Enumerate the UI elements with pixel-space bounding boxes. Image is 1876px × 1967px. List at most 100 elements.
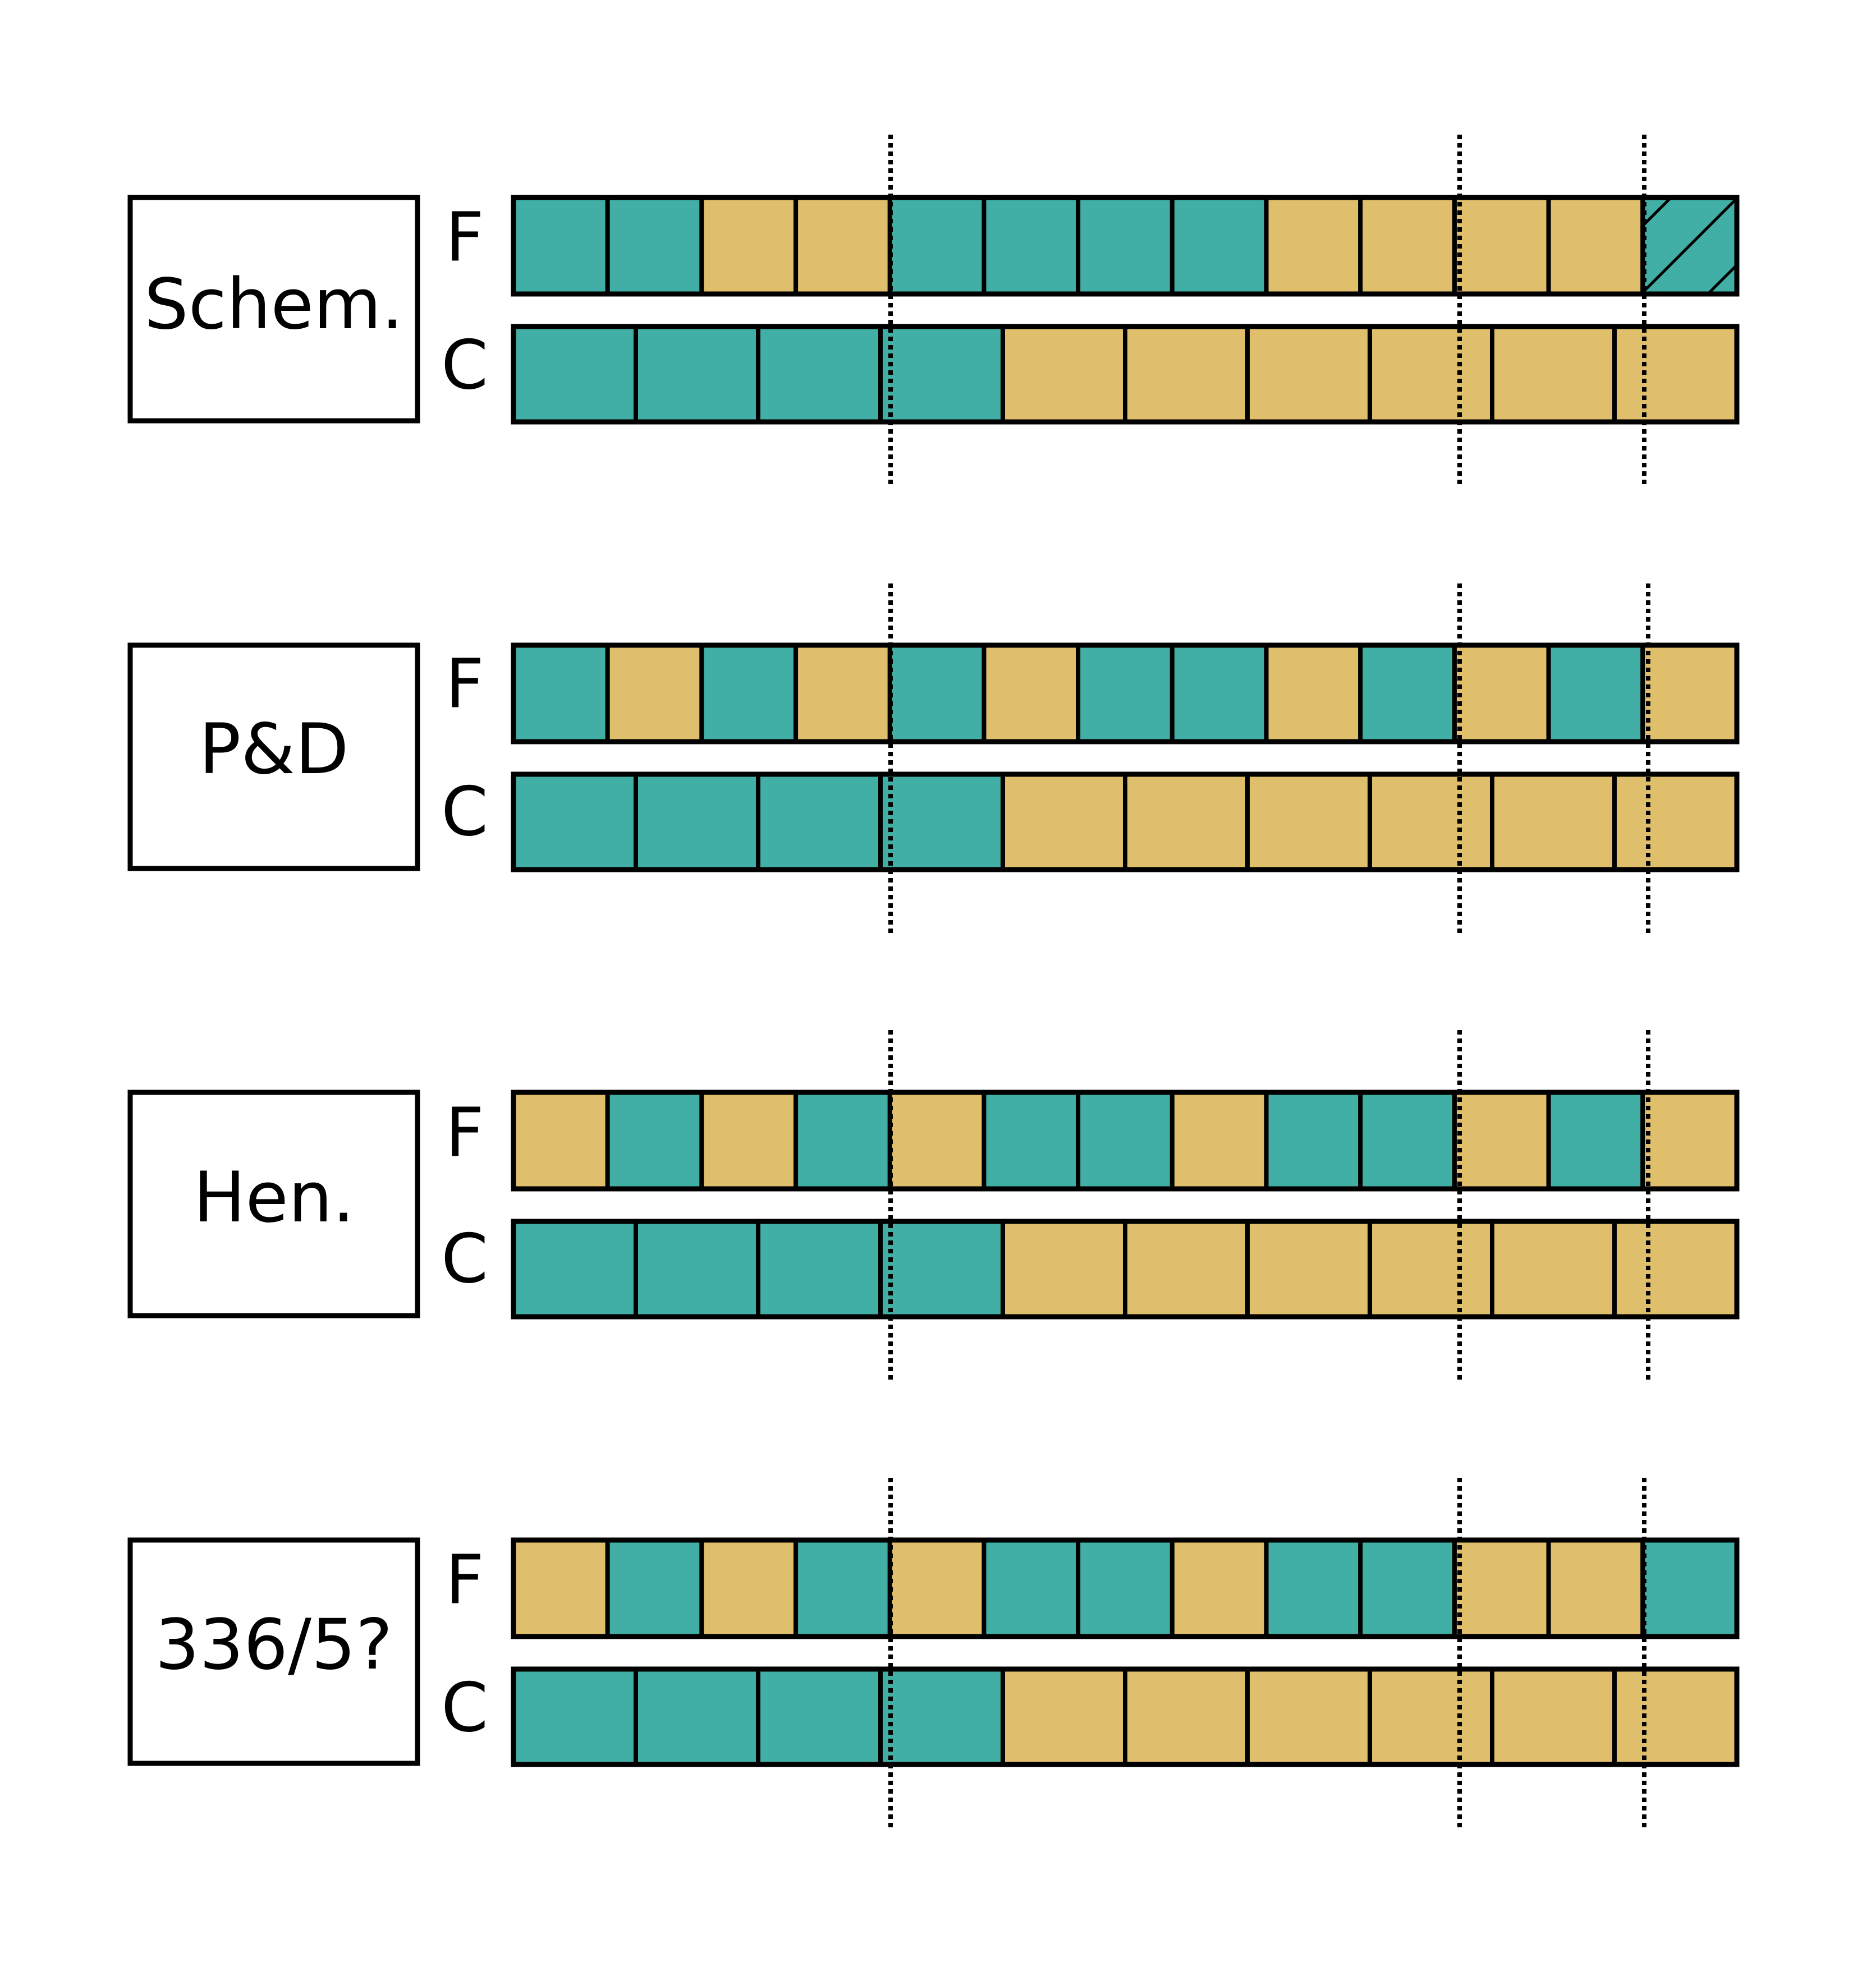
cell-gold bbox=[1358, 195, 1457, 296]
sequence-strip-f bbox=[511, 642, 1740, 744]
cell-gold bbox=[699, 1538, 799, 1639]
cell-teal bbox=[756, 1667, 883, 1767]
cell-teal bbox=[511, 324, 638, 424]
row-label-box bbox=[127, 1537, 420, 1766]
cell-teal bbox=[1264, 1090, 1363, 1191]
cell-teal bbox=[634, 324, 760, 424]
cell-teal bbox=[1076, 643, 1175, 744]
cell-gold bbox=[1612, 324, 1739, 424]
cell-gold bbox=[1612, 1219, 1739, 1319]
cell-gold bbox=[981, 643, 1081, 744]
cell-teal bbox=[511, 195, 610, 296]
cell-gold bbox=[1001, 772, 1127, 872]
cell-teal bbox=[878, 324, 1005, 424]
cell-gold bbox=[1452, 195, 1551, 296]
cell-teal bbox=[634, 1667, 760, 1767]
cell-gold bbox=[511, 1090, 610, 1191]
cell-gold bbox=[1452, 1090, 1551, 1191]
cell-teal bbox=[756, 1219, 883, 1319]
cell-teal bbox=[605, 195, 704, 296]
sequence-strip-f bbox=[511, 1090, 1740, 1192]
cell-gold bbox=[1452, 643, 1551, 744]
cell-teal bbox=[1358, 1538, 1457, 1639]
cell-gold bbox=[699, 1090, 799, 1191]
row-label-box bbox=[127, 642, 420, 871]
cell-teal bbox=[1546, 643, 1645, 744]
strip-outline bbox=[511, 1090, 1740, 1192]
cell-gold bbox=[1490, 1219, 1617, 1319]
strip-label-f: F bbox=[445, 646, 484, 724]
cell-teal bbox=[1169, 195, 1269, 296]
row-1: Schem. F C bbox=[127, 135, 1740, 487]
strip-label-c: C bbox=[441, 1221, 488, 1299]
cell-teal bbox=[511, 1219, 638, 1319]
cell-gold bbox=[1169, 1090, 1269, 1191]
sequence-strip-c bbox=[511, 1666, 1740, 1767]
cell-gold bbox=[1368, 1667, 1494, 1767]
cell-gold bbox=[1001, 324, 1127, 424]
cell-gold bbox=[1123, 772, 1250, 872]
cell-gold bbox=[511, 1538, 610, 1639]
strip-outline bbox=[511, 642, 1740, 744]
row-2: P&D F C bbox=[127, 583, 1740, 934]
cell-gold bbox=[1368, 772, 1494, 872]
cell-gold bbox=[793, 643, 892, 744]
cell-teal bbox=[878, 1219, 1005, 1319]
cell-gold bbox=[699, 195, 799, 296]
cell-teal bbox=[793, 1090, 892, 1191]
cell-gold bbox=[1245, 1667, 1372, 1767]
strip-label-f: F bbox=[445, 199, 484, 277]
row-4: 336/5? F C bbox=[127, 1478, 1740, 1828]
cell-gold bbox=[1123, 324, 1250, 424]
cell-teal bbox=[981, 195, 1081, 296]
row-label: P&D bbox=[199, 709, 349, 790]
cell-gold bbox=[1123, 1667, 1250, 1767]
cell-teal bbox=[1169, 643, 1269, 744]
strip-label-c: C bbox=[441, 1670, 488, 1748]
strip-label-f: F bbox=[445, 1542, 484, 1620]
cell-gold bbox=[605, 643, 704, 744]
strip-label-f: F bbox=[445, 1095, 484, 1173]
cell-gold bbox=[1546, 1538, 1645, 1639]
cell-gold bbox=[1001, 1667, 1127, 1767]
cell-gold bbox=[1640, 643, 1739, 744]
cell-teal bbox=[793, 1538, 892, 1639]
row-label: Schem. bbox=[144, 264, 403, 345]
strip-outline bbox=[511, 324, 1740, 425]
row-label: Hen. bbox=[193, 1157, 355, 1238]
cell-gold bbox=[1245, 1219, 1372, 1319]
cell-gold bbox=[1169, 1538, 1269, 1639]
cell-teal bbox=[1076, 1090, 1175, 1191]
cell-gold bbox=[1546, 195, 1645, 296]
row-label-box bbox=[127, 1090, 420, 1318]
cell-gold bbox=[1490, 772, 1617, 872]
cell-teal bbox=[1358, 1090, 1457, 1191]
cell-teal bbox=[981, 1090, 1081, 1191]
cell-teal bbox=[634, 1219, 760, 1319]
cell-teal bbox=[1640, 1538, 1739, 1639]
strip-outline bbox=[511, 1537, 1740, 1639]
cell-teal bbox=[878, 1667, 1005, 1767]
sequence-strip-c bbox=[511, 771, 1740, 872]
sequence-strip-f bbox=[511, 195, 1740, 297]
strip-outline bbox=[511, 1666, 1740, 1767]
strip-outline bbox=[511, 195, 1740, 297]
cell-gold bbox=[793, 195, 892, 296]
strip-label-c: C bbox=[441, 327, 488, 405]
cell-teal bbox=[887, 643, 987, 744]
strip-label-c: C bbox=[441, 774, 488, 852]
cell-gold bbox=[1452, 1538, 1551, 1639]
strip-outline bbox=[511, 1219, 1740, 1320]
cell-gold bbox=[1612, 772, 1739, 872]
strip-outline bbox=[511, 771, 1740, 872]
cell-gold bbox=[1368, 324, 1494, 424]
cell-teal bbox=[511, 772, 638, 872]
cell-teal bbox=[605, 1538, 704, 1639]
cell-gold bbox=[1612, 1667, 1739, 1767]
cell-gold bbox=[887, 1538, 987, 1639]
cell-gold bbox=[887, 1090, 987, 1191]
cell-teal bbox=[878, 772, 1005, 872]
cell-teal bbox=[756, 772, 883, 872]
cell-teal bbox=[511, 643, 610, 744]
